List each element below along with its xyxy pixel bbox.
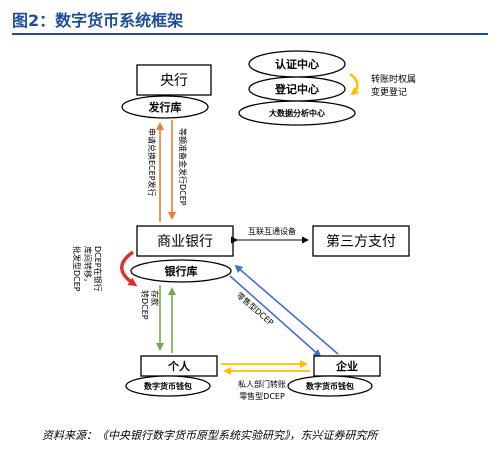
retail-arrow-down bbox=[229, 275, 322, 358]
individual-label: 个人 bbox=[167, 359, 191, 373]
vault-transfer-label-3: 批发型DCEP bbox=[72, 246, 82, 292]
individual-wallet-node: 数字货币钱包 bbox=[125, 375, 211, 397]
ownership-label-line1: 转账时权属 bbox=[371, 73, 416, 85]
third-party-pay-node: 第三方支付 bbox=[312, 225, 410, 257]
bank-vault-label: 银行库 bbox=[165, 264, 198, 278]
issuing-vault-label: 发行库 bbox=[148, 100, 182, 114]
enterprise-node: 企业 bbox=[313, 355, 381, 377]
auth-center-label: 认证中心 bbox=[275, 57, 319, 71]
third-party-pay-label: 第三方支付 bbox=[326, 233, 396, 250]
commercial-bank-label: 商业银行 bbox=[157, 234, 213, 250]
auth-center-node: 认证中心 bbox=[248, 50, 346, 78]
reserve-issue-label: 等额准备金发行DCEP bbox=[178, 128, 188, 206]
commercial-bank-node: 商业银行 bbox=[136, 225, 234, 257]
central-bank-node: 央行 bbox=[136, 64, 212, 96]
retail-arrow-up bbox=[234, 264, 339, 355]
bigdata-center-node: 大数据分析中心 bbox=[238, 100, 356, 126]
interbank-curved-arrow bbox=[120, 250, 138, 287]
individual-node: 个人 bbox=[140, 355, 218, 377]
bigdata-center-label: 大数据分析中心 bbox=[269, 108, 325, 118]
bank-vault-node: 银行库 bbox=[130, 259, 232, 283]
registry-center-node: 登记中心 bbox=[248, 76, 346, 102]
registry-center-label: 登记中心 bbox=[274, 82, 319, 96]
issuing-vault-node: 发行库 bbox=[121, 95, 209, 119]
enterprise-wallet-label: 数字货币钱包 bbox=[306, 381, 354, 391]
title-divider bbox=[12, 33, 488, 35]
individual-wallet-label: 数字货币钱包 bbox=[144, 381, 192, 391]
apply-exchange-label: 申请兑换ECEP发行 bbox=[147, 128, 157, 197]
central-bank-label: 央行 bbox=[160, 73, 188, 89]
deposit-label-1: 存款 bbox=[150, 290, 160, 306]
interconnect-label: 互联互通设备 bbox=[248, 226, 296, 236]
private-transfer-label-2: 零售型DCEP bbox=[239, 391, 285, 401]
vault-transfer-label-1: DCEP在银行 bbox=[93, 246, 103, 292]
vault-transfer-label-2: 库间转移， bbox=[83, 246, 93, 286]
deposit-label-2: 转DCEP bbox=[140, 290, 150, 320]
ownership-curved-arrow bbox=[349, 72, 360, 96]
private-transfer-label-1: 私人部门转账 bbox=[238, 379, 286, 389]
enterprise-wallet-node: 数字货币钱包 bbox=[287, 375, 373, 397]
enterprise-label: 企业 bbox=[335, 359, 358, 373]
ownership-label-line2: 变更登记 bbox=[371, 86, 407, 98]
figure-title: 图2：数字货币系统框架 bbox=[12, 11, 184, 30]
source-note: 资料来源：《中央银行数字货币原型系统实验研究》，东兴证券研究所 bbox=[42, 429, 378, 442]
